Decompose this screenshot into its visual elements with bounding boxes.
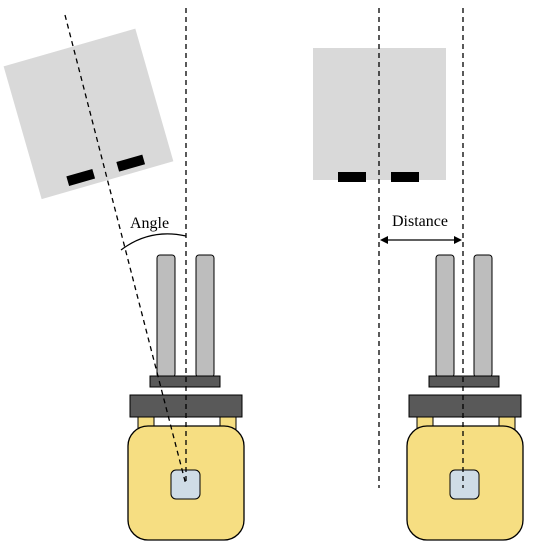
arrowhead-right xyxy=(454,236,462,244)
pallet-straight xyxy=(313,48,446,182)
right-panel-distance: Distance xyxy=(313,8,524,541)
sensor-box xyxy=(170,469,201,500)
fork-carriage-bar xyxy=(149,375,221,388)
fork-tine-left xyxy=(435,254,455,378)
pallet-body xyxy=(313,48,446,180)
pallet-slot-right xyxy=(116,154,146,172)
arrowhead-left xyxy=(380,236,388,244)
forklift-right xyxy=(406,254,524,541)
pallet-slot-left xyxy=(66,168,96,186)
angle-arc xyxy=(120,233,187,251)
pallet-slot-left xyxy=(338,172,366,182)
mast-plate xyxy=(408,394,522,418)
fork-tine-right xyxy=(195,254,215,378)
angle-label: Angle xyxy=(130,215,169,232)
fork-tine-right xyxy=(473,254,493,378)
pallet-body xyxy=(3,28,174,200)
fork-tine-left xyxy=(156,254,176,378)
pallet-rotated xyxy=(3,28,174,200)
fork-carriage-bar xyxy=(428,375,500,388)
pallet-slot-right xyxy=(391,172,419,182)
distance-label: Distance xyxy=(392,213,448,230)
left-panel-angle: Angle xyxy=(3,8,245,541)
distance-arrow xyxy=(380,236,462,244)
sensor-box xyxy=(449,469,480,500)
